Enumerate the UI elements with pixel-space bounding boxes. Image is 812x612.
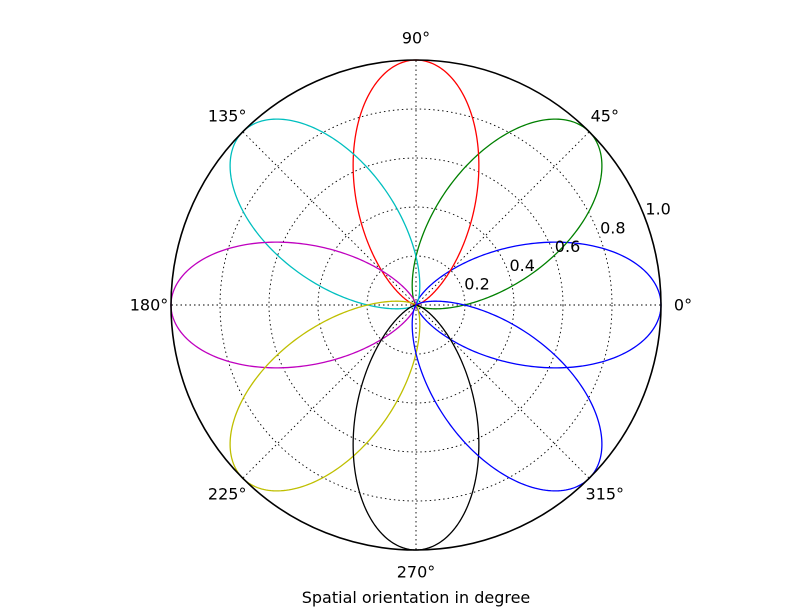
theta-tick-label-180: 180° xyxy=(130,296,169,315)
theta-grid-line-5 xyxy=(242,304,417,479)
theta-tick-label-270: 270° xyxy=(397,563,436,582)
r-grid-circle-1 xyxy=(317,206,515,404)
r-tick-label-4: 1.0 xyxy=(645,200,670,219)
theta-grid-line-7 xyxy=(415,304,590,479)
outer-circle xyxy=(170,59,662,551)
theta-tick-label-45: 45° xyxy=(591,107,619,126)
r-grid-circle-3 xyxy=(219,108,613,502)
theta-tick-label-225: 225° xyxy=(208,484,247,503)
r-tick-label-1: 0.4 xyxy=(510,256,535,275)
theta-tick-label-315: 315° xyxy=(586,484,625,503)
theta-grid-line-1 xyxy=(415,131,590,306)
theta-grid-line-3 xyxy=(242,131,417,306)
series-curve-315 xyxy=(411,300,603,492)
r-tick-label-0: 0.2 xyxy=(464,275,489,294)
label-layer: 0° 45° 90° 135° 180° 225° 270° 315° 0.2 0.4 0.6 0.8… xyxy=(130,29,692,582)
series-curve-45 xyxy=(411,118,603,310)
r-grid-circle-2 xyxy=(268,157,564,453)
theta-tick-label-0: 0° xyxy=(674,296,692,315)
r-tick-label-3: 0.8 xyxy=(600,219,625,238)
r-tick-label-2: 0.6 xyxy=(555,237,580,256)
grid-layer xyxy=(171,60,661,550)
x-axis-label: Spatial orientation in degree xyxy=(302,588,531,607)
series-curve-225 xyxy=(229,300,421,492)
theta-tick-label-90: 90° xyxy=(402,29,430,48)
theta-tick-label-135: 135° xyxy=(208,107,247,126)
series-curve-135 xyxy=(229,118,421,310)
